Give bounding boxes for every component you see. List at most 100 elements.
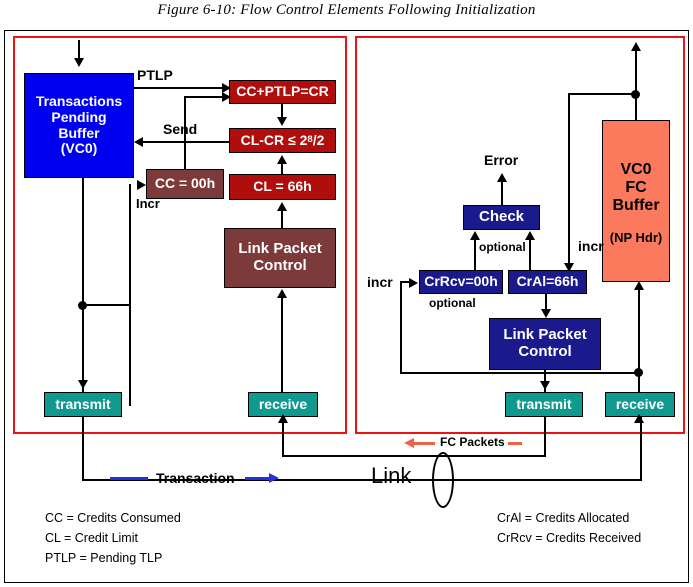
crrcv-to-check-arrowhead <box>470 231 480 240</box>
right-lpc-line-2: Control <box>518 343 572 360</box>
transaction-link-horizontal <box>82 479 642 481</box>
right-link-packet-control-box[interactable]: Link Packet Control <box>489 318 601 370</box>
cc-ptlp-cr-label: CC+PTLP=CR <box>236 83 329 100</box>
legend-right-item-0: CrAl = Credits Allocated <box>497 511 630 525</box>
receive-to-vc0buffer-line <box>638 285 640 392</box>
check-label: Check <box>478 208 525 226</box>
cl-to-limit-arrowhead <box>277 155 287 164</box>
transaction-legend-line-right <box>245 477 271 480</box>
incr-label-right: incr <box>578 238 604 254</box>
error-label: Error <box>484 152 519 168</box>
incr-tap-vertical <box>568 93 570 275</box>
vc0-fc-buffer-line-3: Buffer <box>612 196 660 214</box>
incr-tap-horizontal <box>568 93 635 95</box>
buffer-to-transmit-arrowhead <box>78 380 88 389</box>
cc-feedback-vertical <box>184 96 186 169</box>
send-line <box>142 141 230 143</box>
buffer-input-line <box>78 40 80 62</box>
cl-cr-limit-post: /2 <box>312 131 325 148</box>
buffer-input-arrowhead <box>74 58 84 67</box>
incr-to-crrcv-horizontal <box>400 281 412 283</box>
transaction-legend-line-left <box>110 477 148 480</box>
lpc-to-cl-line <box>281 205 283 229</box>
right-lpc-line-1: Link Packet <box>503 326 587 344</box>
fc-packets-legend-label: FC Packets <box>440 435 505 449</box>
fc-packets-legend-line-right <box>508 442 522 445</box>
ptlp-line <box>134 87 226 89</box>
cc-feedback-horizontal <box>184 96 226 98</box>
incr-to-crrcv-vertical <box>400 281 402 374</box>
left-receive-label: receive <box>258 395 308 412</box>
receive-bus-junction-dot <box>634 368 643 377</box>
transactions-pending-buffer-box[interactable]: Transactions Pending Buffer (VC0) <box>24 73 134 178</box>
left-receive-box[interactable]: receive <box>248 392 318 417</box>
incr-arrowhead <box>137 180 146 190</box>
cr-to-limit-arrowhead <box>277 117 287 126</box>
left-transmit-label: transmit <box>55 395 111 412</box>
figure-caption: Figure 6-10: Flow Control Elements Follo… <box>157 2 536 18</box>
link-ellipse-icon <box>432 452 454 508</box>
right-receive-up-arrowhead <box>634 414 644 423</box>
incr-tap-arrowhead <box>564 263 574 272</box>
vc0-fc-buffer-line-4: (NP Hdr) <box>609 229 663 245</box>
left-lpc-line-1: Link Packet <box>238 240 322 258</box>
incr-tap-junction-dot <box>631 90 640 99</box>
crrcv-label: CrRcv=00h <box>424 273 498 290</box>
cral-label: CrAl=66h <box>516 273 579 290</box>
cl-equals-66h-box[interactable]: CL = 66h <box>229 174 336 200</box>
transaction-legend-label: Transaction <box>156 470 235 486</box>
crrcv-box[interactable]: CrRcv=00h <box>419 270 503 294</box>
right-receive-down-line <box>640 417 642 481</box>
cl-to-limit-line <box>281 158 283 175</box>
left-transmit-box[interactable]: transmit <box>44 392 122 417</box>
send-arrowhead <box>134 137 143 147</box>
cral-to-check-arrowhead <box>525 231 535 240</box>
left-link-packet-control-box[interactable]: Link Packet Control <box>224 228 336 288</box>
cc-plus-ptlp-equals-cr-box[interactable]: CC+PTLP=CR <box>229 80 336 104</box>
buffer-to-transmit-line <box>82 178 84 392</box>
vc0-fc-buffer-box[interactable]: VC0 FC Buffer (NP Hdr) <box>602 120 670 282</box>
receive-to-lpc-line <box>281 292 283 392</box>
ptlp-arrowhead <box>222 83 231 93</box>
send-label: Send <box>163 121 198 137</box>
vc0-fc-buffer-line-1: VC0 <box>620 161 652 178</box>
vc0-buffer-top-line <box>635 45 637 120</box>
left-transmit-down-line <box>82 417 84 481</box>
link-label: Link <box>371 463 412 488</box>
receive-to-vc0buffer-arrowhead <box>634 281 644 290</box>
optional-label-bottom: optional <box>429 296 476 310</box>
pending-buffer-line-3: Buffer <box>58 124 100 141</box>
receive-to-lpc-arrowhead <box>277 289 287 298</box>
incr-bottom-bus <box>400 372 642 374</box>
cl-cr-limit-exponent: 8 <box>307 134 313 146</box>
right-receive-label: receive <box>615 395 665 412</box>
fc-link-horizontal <box>282 455 546 457</box>
cc-equals-00h-box[interactable]: CC = 00h <box>146 169 224 199</box>
pending-buffer-line-4: (VC0) <box>60 140 98 157</box>
legend-left-item-0: CC = Credits Consumed <box>45 511 181 525</box>
incr-label-left-right-panel: incr <box>367 274 393 290</box>
right-receive-box[interactable]: receive <box>605 392 675 417</box>
optional-label-top: optional <box>479 240 526 254</box>
legend-left-item-1: CL = Credit Limit <box>45 531 138 545</box>
fc-packets-legend-line-left <box>413 442 435 445</box>
cral-to-check-line-upper <box>529 240 531 272</box>
error-arrowhead <box>497 173 507 182</box>
left-receive-up-line <box>282 417 284 457</box>
error-line <box>501 176 503 205</box>
right-transmit-box[interactable]: transmit <box>505 392 583 417</box>
lpc-to-cl-arrowhead <box>277 202 287 211</box>
incr-to-crrcv-arrowhead <box>409 278 418 288</box>
cc-value-label: CC = 00h <box>154 175 216 192</box>
left-lpc-line-2: Control <box>253 257 307 274</box>
right-transmit-label: transmit <box>516 395 572 412</box>
legend-right-item-1: CrRcv = Credits Received <box>497 531 642 545</box>
lpc-to-transmit-arrowhead <box>540 381 550 390</box>
right-transmit-down-line <box>544 417 546 457</box>
transaction-legend-arrowhead <box>269 473 279 483</box>
pending-buffer-line-1: Transactions <box>35 93 123 110</box>
cral-box[interactable]: CrAl=66h <box>508 270 587 294</box>
check-box[interactable]: Check <box>463 205 540 230</box>
incr-branch-horizontal <box>82 304 131 306</box>
